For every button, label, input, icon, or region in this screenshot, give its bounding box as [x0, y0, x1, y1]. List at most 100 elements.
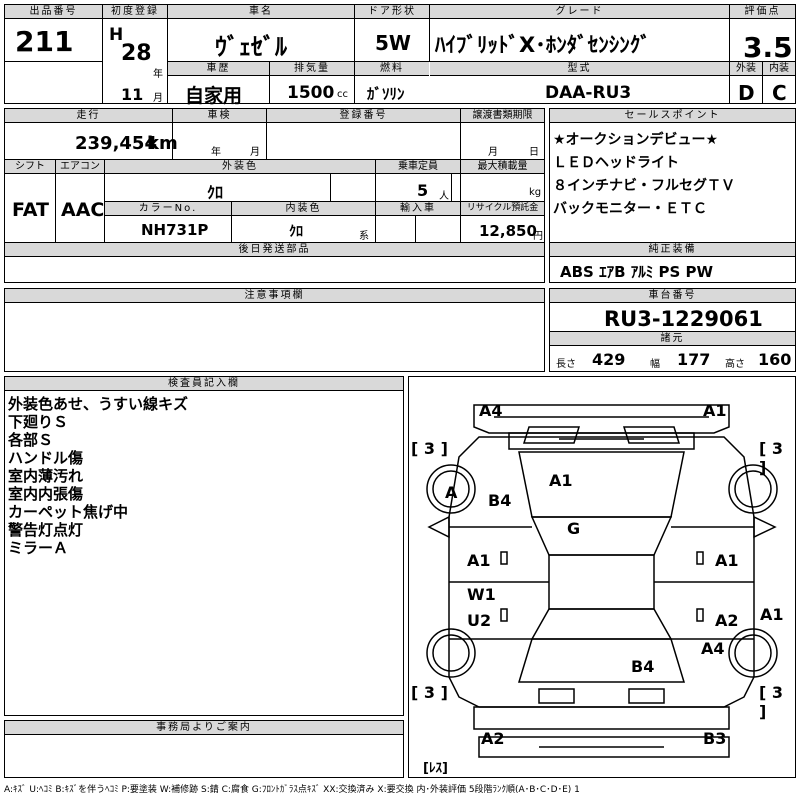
- inspector-note: 室内内張傷: [8, 485, 84, 503]
- shift: FAT: [12, 199, 49, 221]
- score-label: 評価点: [730, 5, 795, 19]
- inspection-label: 車検: [173, 109, 266, 123]
- tire-rear-right: [ 3 ]: [759, 683, 784, 721]
- damage-a2-rear-bumper: A2: [481, 729, 505, 748]
- int-color-label: 内装色: [232, 202, 375, 216]
- int-color-unit: 系: [359, 231, 369, 242]
- legend: A:ｷｽﾞ U:ﾍｺﾐ B:ｷｽﾞを伴うﾍｺﾐ P:要塗装 W:補修跡 S:錆 …: [4, 785, 580, 795]
- km-unit: km: [147, 133, 178, 154]
- ext-color-label: 外装色: [105, 160, 375, 174]
- sales-point-block: セールスポイント ★オークションデビュー★ ＬＥＤヘッドライト ８インチナビ・フ…: [549, 108, 796, 283]
- vehicle-info-block: 走行 239,454 km 車検 年 月 登録番号 譲渡書類期限 月 日 シフト…: [4, 108, 545, 283]
- insp-year-unit: 年: [211, 147, 221, 158]
- inspector-note: 警告灯点灯: [8, 521, 84, 539]
- door-type: 5W: [375, 31, 411, 55]
- inspector-note: 各部Ｓ: [8, 431, 54, 449]
- first-reg-label: 初度登録: [103, 5, 167, 19]
- mileage-label: 走行: [5, 109, 172, 123]
- chassis-label: 車台番号: [550, 289, 795, 303]
- shift-label: シフト: [5, 160, 55, 174]
- max-load-label: 最大積載量: [461, 160, 544, 174]
- lot-no-label: 出品番号: [5, 5, 102, 19]
- history-label: 車歴: [168, 62, 269, 76]
- color-no-label: カラーNo.: [105, 202, 231, 216]
- ac-label: エアコン: [56, 160, 104, 174]
- damage-a-wheel: A: [445, 483, 458, 502]
- damage-a1-right-side: A1: [760, 605, 784, 624]
- reg-no-label: 登録番号: [267, 109, 460, 123]
- later-parts-label: 後日発送部品: [5, 243, 544, 257]
- damage-b4-fender: B4: [488, 491, 512, 510]
- era: H: [109, 25, 124, 45]
- spare-tire-label: [ﾚｽ]: [423, 761, 448, 776]
- inspector-note: ミラーＡ: [8, 539, 69, 557]
- capacity: 5: [417, 181, 429, 200]
- car-diagram: A4 A1 [ 3 ] [ 3 ] A B4 A1 G A1 A1 W1 U2 …: [408, 376, 796, 778]
- sales-point-label: セールスポイント: [550, 109, 795, 123]
- sales-item: バックモニター・ＥＴＣ: [553, 201, 707, 217]
- damage-a1-right-door: A1: [715, 551, 739, 570]
- length: 429: [592, 350, 626, 369]
- equip-label: 純正装備: [550, 243, 795, 257]
- inspector-block: 検査員記入欄 外装色あせ、うすい線キズ 下廻りＳ 各部Ｓ ハンドル傷 室内薄汚れ…: [4, 376, 404, 716]
- interior-score: C: [772, 81, 787, 105]
- displacement: 1500: [287, 83, 335, 103]
- damage-u2: U2: [467, 611, 492, 630]
- damage-g-glass: G: [567, 519, 581, 538]
- month-unit: 月: [153, 93, 163, 104]
- car-name: ｳﾞｪｾﾞﾙ: [215, 33, 287, 61]
- length-label: 長さ: [556, 359, 576, 370]
- inspector-note: ハンドル傷: [8, 449, 84, 467]
- damage-a2-right: A2: [715, 611, 739, 630]
- reg-month: 11: [121, 85, 144, 104]
- ac: AAC: [61, 199, 105, 221]
- damage-a1-front-right: A1: [703, 401, 727, 420]
- specs-label: 諸元: [550, 332, 795, 346]
- year-unit: 年: [153, 69, 163, 80]
- interior-label: 内装: [763, 62, 795, 76]
- inspector-note: 外装色あせ、うすい線キズ: [8, 395, 189, 413]
- chassis-no: RU3-1229061: [604, 307, 763, 331]
- int-color: ｸﾛ: [289, 224, 303, 240]
- model-label: 型式: [430, 62, 729, 76]
- inspector-note: カーペット焦げ中: [8, 503, 129, 521]
- color-no: NH731P: [141, 221, 209, 239]
- grade-label: グレード: [430, 5, 729, 19]
- sales-item: ８インチナビ・フルセグＴＶ: [553, 178, 735, 194]
- lot-no: 211: [15, 25, 74, 58]
- damage-b4-rear: B4: [631, 657, 655, 676]
- fuel-label: 燃料: [355, 62, 429, 76]
- car-outline: [426, 404, 778, 758]
- tire-front-left: [ 3 ]: [411, 439, 448, 458]
- max-load-unit: kg: [529, 187, 542, 198]
- model: DAA-RU3: [545, 83, 632, 103]
- sales-item: ＬＥＤヘッドライト: [553, 155, 679, 171]
- ext-color: ｸﾛ: [207, 183, 224, 202]
- car-name-label: 車名: [168, 5, 354, 19]
- inspector-note: 下廻りＳ: [8, 413, 69, 431]
- equip-value: ABS ｴｱB ｱﾙﾐ PS PW: [560, 263, 714, 281]
- tire-front-right: [ 3 ]: [759, 439, 784, 477]
- sales-item: ★オークションデビュー★: [553, 132, 719, 148]
- recycle: 12,850: [479, 222, 537, 240]
- tire-rear-left: [ 3 ]: [411, 683, 448, 702]
- fuel: ｶﾞｿﾘﾝ: [367, 85, 405, 103]
- damage-w1: W1: [467, 585, 496, 604]
- exterior-score: D: [738, 81, 755, 105]
- height: 160: [758, 350, 792, 369]
- damage-a1-hood: A1: [549, 471, 573, 490]
- damage-a4-front-left: A4: [479, 401, 503, 420]
- width: 177: [677, 350, 711, 369]
- transfer-label: 譲渡書類期限: [461, 109, 544, 123]
- import-label: 輸入車: [376, 202, 460, 216]
- caution-label: 注意事項欄: [5, 289, 544, 303]
- inspector-note: 室内薄汚れ: [8, 467, 84, 485]
- door-label: ドア形状: [355, 5, 429, 19]
- insp-month-unit: 月: [250, 147, 260, 158]
- score: 3.5: [743, 31, 793, 64]
- history: 自家用: [185, 85, 243, 107]
- damage-a4-right-rear: A4: [701, 639, 725, 658]
- damage-b3-rear-bumper: B3: [703, 729, 727, 748]
- office-block: 事務局よりご案内: [4, 720, 404, 778]
- header-block: 出品番号 211 初度登録 H 28 年 11 月 車名 ｳﾞｪｾﾞﾙ ドア形状…: [4, 4, 796, 107]
